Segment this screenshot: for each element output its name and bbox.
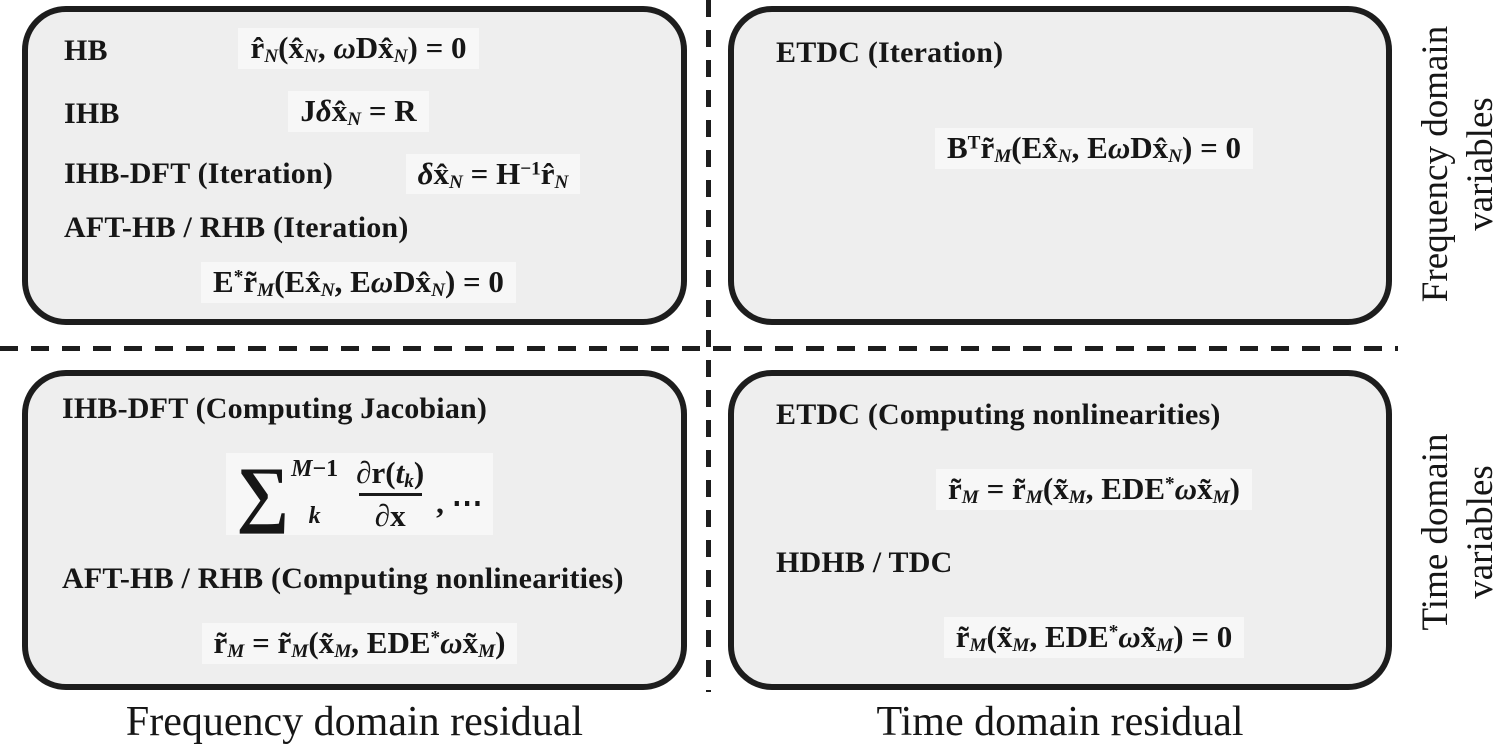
formula-jacobian-sum: ∑ M−1 k ∂r(tk) ∂x , ⋯ <box>226 453 493 536</box>
box-frequency-residual-frequency-variables: HB r̂N(x̂N, ωDx̂N) = 0 IHB Jδx̂N = R IHB… <box>22 6 687 325</box>
summation-limits: M−1 k <box>289 455 338 533</box>
formula-etdc-nonlinearities: r̃M = r̃M(x̃M, EDE*ωx̃M) <box>936 468 1252 510</box>
fraction-numerator: ∂r(tk) <box>356 455 425 493</box>
formula-aft-hb-rhb-iteration: E*r̃M(Ex̂N, EωDx̂N) = 0 <box>201 262 516 303</box>
row-ihb-dft-iteration: IHB-DFT (Iteration) δx̂N = H−1r̂N <box>64 153 653 195</box>
formula-hb: r̂N(x̂N, ωDx̂N) = 0 <box>238 28 479 69</box>
row-etdc-iteration-label: ETDC (Iteration) <box>776 36 1356 70</box>
method-label-etdc-nonlinearities: ETDC (Computing nonlinearities) <box>776 398 1221 431</box>
row-aft-hb-rhb-nonlinearities-label: AFT-HB / RHB (Computing nonlinearities) <box>62 562 657 596</box>
method-label-ihb-dft-iteration: IHB-DFT (Iteration) <box>64 157 334 191</box>
row-etdc-nonlinearities-formula: r̃M = r̃M(x̃M, EDE*ωx̃M) <box>776 468 1356 510</box>
row-etdc-iteration-formula: BTr̃M(Ex̂N, EωDx̂N) = 0 <box>776 128 1356 169</box>
side-label-line: variables <box>1460 97 1500 231</box>
formula-ihb: Jδx̂N = R <box>288 90 429 132</box>
method-label-hb: HB <box>64 34 108 67</box>
summation-upper-limit: M−1 <box>291 456 339 483</box>
summation-lower-limit: k <box>308 503 321 530</box>
formula-wrap: δx̂N = H−1r̂N <box>333 153 653 195</box>
formula-hdhb-tdc: r̃M(x̃M, EDE*ωx̃M) = 0 <box>943 617 1245 658</box>
box-time-residual-time-variables: ETDC (Computing nonlinearities) r̃M = r̃… <box>728 370 1392 690</box>
box-time-residual-frequency-variables: ETDC (Iteration) BTr̃M(Ex̂N, EωDx̂N) = 0 <box>728 6 1392 325</box>
side-label-line: Frequency domain <box>1415 25 1456 303</box>
row-etdc-nonlinearities-label: ETDC (Computing nonlinearities) <box>776 398 1356 432</box>
side-label-line: Time domain <box>1415 433 1456 631</box>
horizontal-dashed-divider <box>0 346 1398 351</box>
row-jacobian-sum-formula: ∑ M−1 k ∂r(tk) ∂x , ⋯ <box>62 453 657 536</box>
side-label-time-domain-variables: Time domain variables <box>1412 352 1500 712</box>
method-label-etdc-iteration: ETDC (Iteration) <box>776 36 1004 69</box>
side-label-line: variables <box>1460 465 1500 599</box>
method-label-aft-hb-rhb-iteration: AFT-HB / RHB (Iteration) <box>64 211 409 245</box>
summation-icon: ∑ <box>236 453 290 536</box>
jacobian-fraction: ∂r(tk) ∂x <box>350 455 430 533</box>
formula-ellipsis: , ⋯ <box>436 485 483 521</box>
side-label-frequency-domain-variables: Frequency domain variables <box>1412 0 1500 344</box>
caption-frequency-domain-residual: Frequency domain residual <box>125 699 584 745</box>
row-ihb-dft-jacobian-label: IHB-DFT (Computing Jacobian) <box>62 392 657 426</box>
method-label-ihb: IHB <box>64 96 120 130</box>
method-label-hdhb-tdc: HDHB / TDC <box>776 546 953 580</box>
formula-ihb-dft-iteration: δx̂N = H−1r̂N <box>405 153 581 195</box>
fraction-denominator: ∂x <box>358 492 422 534</box>
method-label-ihb-dft-jacobian: IHB-DFT (Computing Jacobian) <box>62 392 488 425</box>
row-hdhb-tdc-formula: r̃M(x̃M, EDE*ωx̃M) = 0 <box>776 617 1356 658</box>
caption-time-domain-residual: Time domain residual <box>876 699 1244 745</box>
row-hdhb-tdc-label: HDHB / TDC <box>776 546 1356 580</box>
row-aft-hb-rhb-nonlinearities-formula: r̃M = r̃M(x̃M, EDE*ωx̃M) <box>62 623 657 664</box>
formula-etdc-iteration: BTr̃M(Ex̂N, EωDx̂N) = 0 <box>934 128 1254 169</box>
row-aft-hb-rhb-iteration-formula: E*r̃M(Ex̂N, EωDx̂N) = 0 <box>64 262 653 303</box>
row-ihb: IHB Jδx̂N = R <box>64 90 653 137</box>
row-aft-hb-rhb-iteration-label: AFT-HB / RHB (Iteration) <box>64 211 653 245</box>
formula-aft-hb-rhb-nonlinearities: r̃M = r̃M(x̃M, EDE*ωx̃M) <box>201 623 518 664</box>
row-hb: HB r̂N(x̂N, ωDx̂N) = 0 <box>64 28 653 74</box>
method-label-aft-hb-rhb-nonlinearities: AFT-HB / RHB (Computing nonlinearities) <box>62 562 624 596</box>
box-frequency-residual-time-variables: IHB-DFT (Computing Jacobian) ∑ M−1 k ∂r(… <box>22 370 687 690</box>
